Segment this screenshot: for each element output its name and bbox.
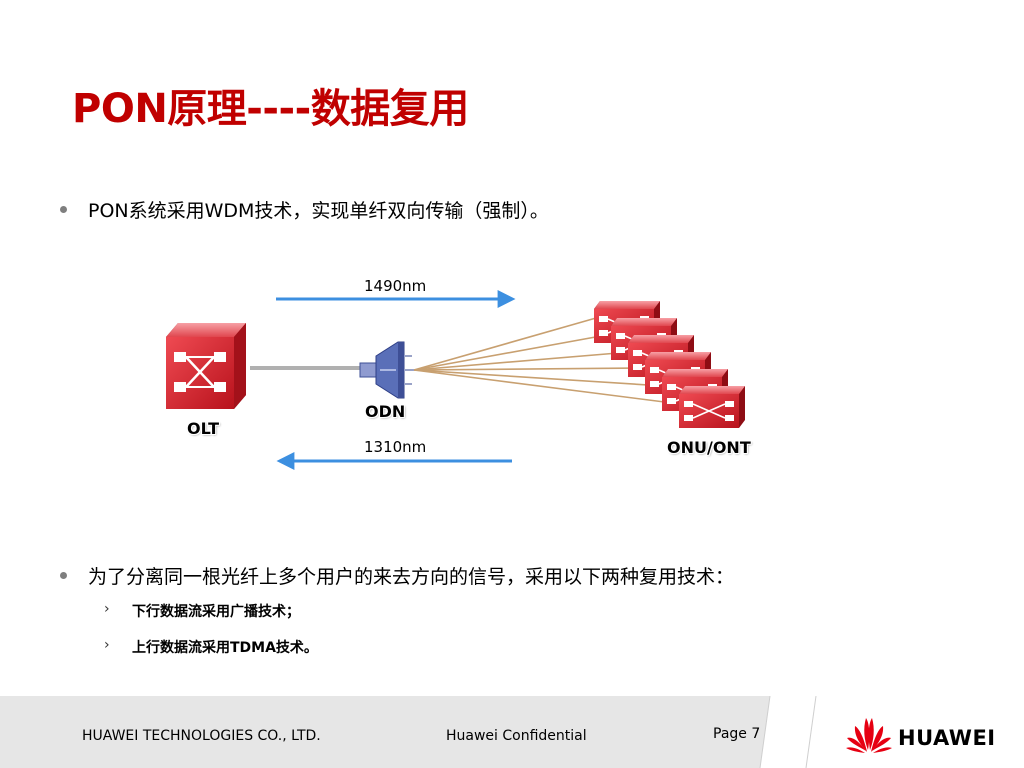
bullet-text: PON系统采用WDM技术，实现单纤双向传输（强制）。: [88, 200, 549, 222]
slide-footer: HUAWEI TECHNOLOGIES CO., LTD. Huawei Con…: [0, 696, 1024, 768]
odn-label: ODN: [365, 402, 406, 421]
olt-device-icon: [166, 323, 246, 409]
huawei-logo-icon: [846, 718, 892, 753]
onu-device-icon: [679, 386, 745, 428]
footer-divider: [759, 696, 1024, 768]
onu-ont-label: ONU/ONT: [667, 438, 751, 457]
upstream-wavelength-label: 1310nm: [364, 438, 427, 456]
bullet-text: 为了分离同一根光纤上多个用户的来去方向的信号，采用以下两种复用技术：: [88, 566, 735, 588]
odn-splitter-icon: [359, 341, 414, 399]
chevron-right-icon: ›: [104, 637, 110, 653]
sub-bullet-text: 下行数据流采用广播技术；: [132, 604, 300, 620]
slide-title: PON原理----数据复用: [72, 86, 469, 132]
bullet-dot: [60, 206, 67, 213]
olt-label: OLT: [187, 419, 220, 438]
downstream-wavelength-label: 1490nm: [364, 277, 427, 295]
sub-bullet-text: 上行数据流采用TDMA技术。: [132, 640, 318, 656]
page-number: Page 7: [713, 726, 761, 742]
footer-company: HUAWEI TECHNOLOGIES CO., LTD.: [82, 728, 321, 744]
drop-fibers: [413, 317, 681, 405]
chevron-right-icon: ›: [104, 601, 110, 617]
footer-confidential: Huawei Confidential: [446, 728, 587, 744]
pon-diagram: [166, 290, 745, 470]
huawei-logo-text: HUAWEI: [898, 726, 996, 750]
bullet-dot: [60, 572, 67, 579]
